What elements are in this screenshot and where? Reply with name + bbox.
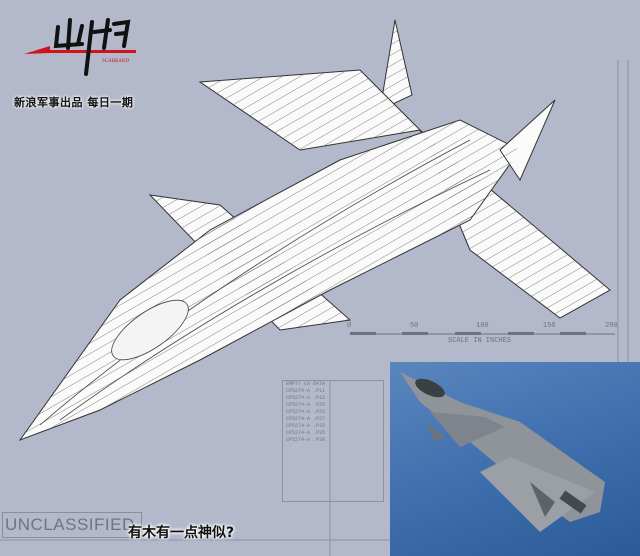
unclassified-stamp: UNCLASSIFIED xyxy=(2,512,142,538)
scale-tick: 50 xyxy=(410,322,419,330)
jet-photo-inset xyxy=(390,362,640,556)
scale-tick: 200 xyxy=(605,322,618,330)
scale-tick: 100 xyxy=(476,322,489,330)
caption: 有木有一点神似? xyxy=(128,525,235,541)
scale-bar xyxy=(350,332,615,335)
scale-label: SCALE IN INCHES xyxy=(448,337,512,345)
scale-tick: 150 xyxy=(543,322,556,330)
jet-photo xyxy=(400,372,605,532)
scale-tick: 0 xyxy=(347,322,352,330)
scabbard-logo: SCABBARD xyxy=(24,18,136,76)
tagline: 新浪军事出品 每日一期 xyxy=(14,96,134,109)
logo-subtext: SCABBARD xyxy=(102,59,129,64)
